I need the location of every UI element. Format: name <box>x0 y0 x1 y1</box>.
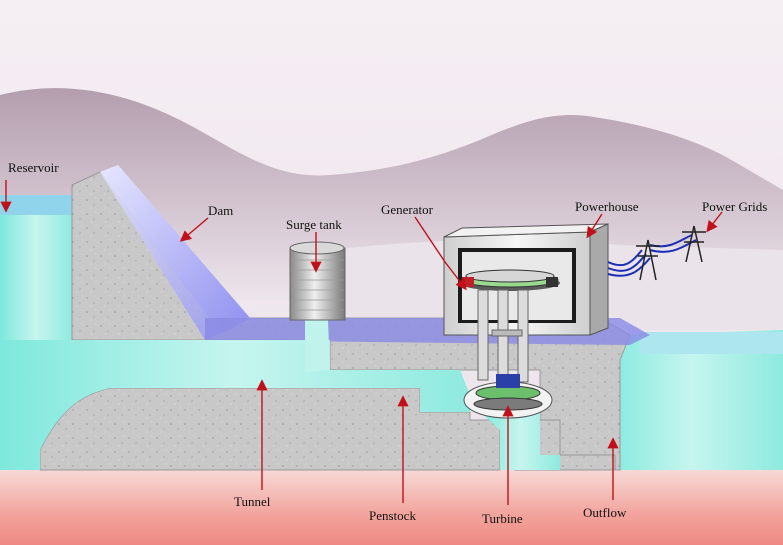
power-grids-arrow <box>706 211 723 233</box>
lower-rock <box>39 387 501 471</box>
outflow-channel <box>480 412 560 470</box>
label-surge-tank: Surge tank <box>286 217 342 232</box>
generator-terminal <box>462 277 474 287</box>
tailwater <box>600 330 783 470</box>
label-arrows <box>0 180 723 505</box>
label-generator: Generator <box>381 202 434 217</box>
reservoir-surface <box>0 195 72 215</box>
ground <box>0 470 783 545</box>
label-turbine: Turbine <box>482 511 523 526</box>
tailwater-surface <box>640 332 783 354</box>
label-power-grids: Power Grids <box>702 199 767 214</box>
label-penstock: Penstock <box>369 508 416 523</box>
dam-arrow <box>179 217 209 242</box>
generator-terminal-right <box>546 277 558 287</box>
tunnel-water <box>0 340 470 470</box>
turbine-hub <box>496 374 520 388</box>
label-dam: Dam <box>208 203 233 218</box>
powerhouse-side <box>589 223 609 336</box>
generator-arrow <box>414 216 467 291</box>
label-powerhouse: Powerhouse <box>575 199 639 214</box>
powerhouse-arrow <box>586 213 603 239</box>
surge-shaft-water <box>305 320 330 372</box>
label-reservoir: Reservoir <box>8 160 59 175</box>
surge-tank-body <box>289 247 346 321</box>
label-tunnel: Tunnel <box>234 494 271 509</box>
turbine-shafts <box>477 289 529 386</box>
generator-cover <box>465 269 555 283</box>
surge-tank-top <box>289 241 345 255</box>
dam-slope <box>100 165 250 340</box>
pylon-icon <box>636 225 706 281</box>
label-outflow: Outflow <box>583 505 627 520</box>
